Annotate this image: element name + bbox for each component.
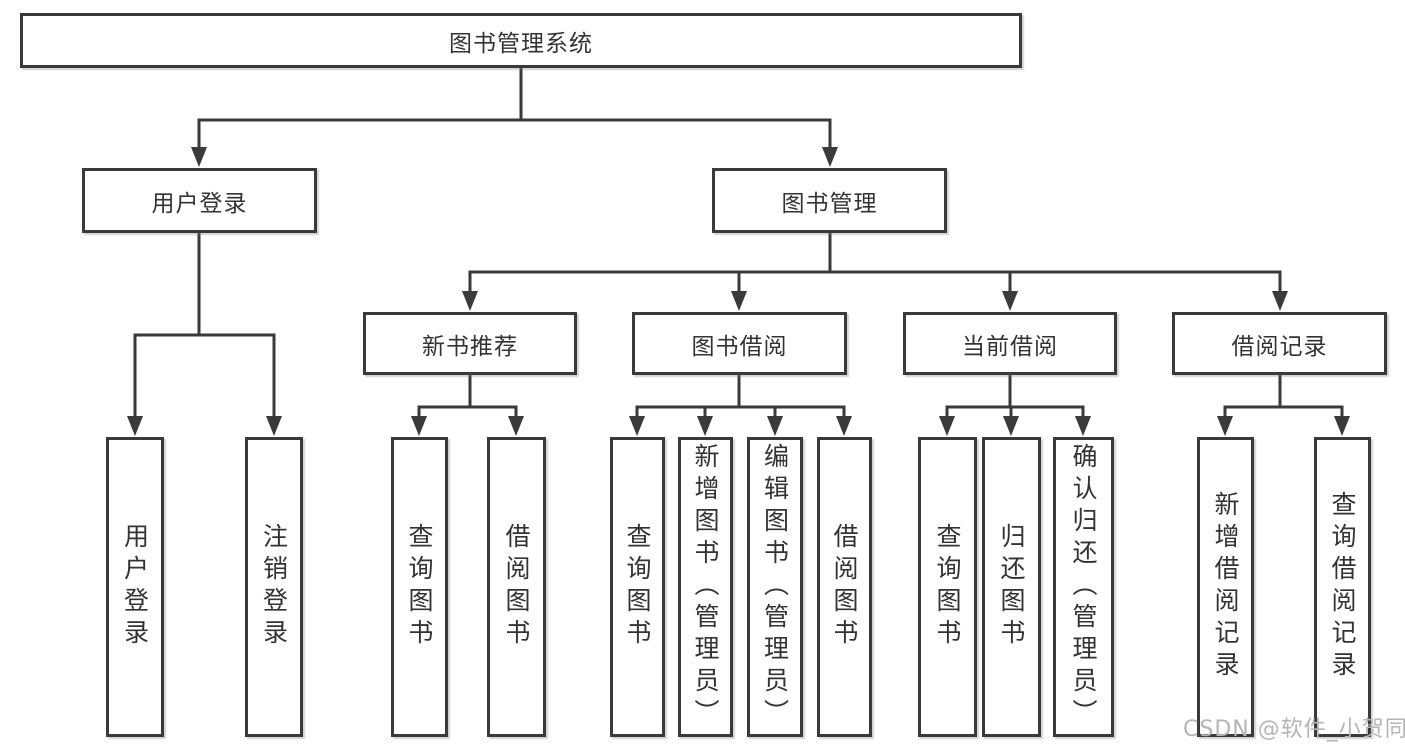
edge-newbook-branch [417,405,518,418]
leaf-user-login: 用户登录 [106,437,164,737]
edge-records-branch [1223,405,1344,418]
leaf-query-borrow-record: 查询借阅记录 [1314,437,1371,737]
arrow-down-icon [508,416,524,436]
edge-current-branch [945,405,1085,418]
node-borrowing-records: 借阅记录 [1172,312,1387,375]
leaf-add-borrow-record: 新增借阅记录 [1197,437,1254,737]
arrow-down-icon [266,416,282,436]
arrow-down-icon [1075,416,1091,436]
arrow-down-icon [767,416,783,436]
leaf-borrow-books-recommend: 借阅图书 [487,437,546,737]
node-new-book-recommendation: 新书推荐 [363,312,577,375]
leaf-query-books-recommend: 查询图书 [391,437,448,737]
watermark-text: CSDN @软件_小贺同学 [1183,717,1405,742]
arrow-down-icon [822,147,838,167]
arrowheads-group [127,147,1350,436]
leaf-logout: 注销登录 [245,437,303,737]
arrow-down-icon [1334,416,1350,436]
node-book-borrowing: 图书借阅 [632,312,847,375]
edge-level3-branch [468,270,1282,293]
arrow-down-icon [836,416,852,436]
leaf-query-books-current: 查询图书 [918,437,977,737]
node-root: 图书管理系统 [20,13,1022,68]
arrow-down-icon [1002,291,1018,311]
edge-level2-branch [197,118,832,149]
arrow-down-icon [1217,416,1233,436]
leaf-query-books-borrowing: 查询图书 [610,437,665,737]
arrow-down-icon [697,416,713,436]
arrow-down-icon [191,147,207,167]
node-user-login: 用户登录 [82,168,317,233]
leaf-edit-book-admin: 编辑图书（管理员） [747,437,803,737]
arrow-down-icon [411,416,427,436]
arrow-down-icon [629,416,645,436]
leaf-borrow-books-borrowing: 借阅图书 [817,437,872,737]
arrow-down-icon [939,416,955,436]
arrow-down-icon [127,416,143,436]
edge-borrowing-branch [635,405,846,418]
leaf-return-books: 归还图书 [982,437,1041,737]
arrow-down-icon [1003,416,1019,436]
arrow-down-icon [1272,291,1288,311]
edges-group [133,67,1344,418]
edge-user-login-branch [133,333,276,418]
leaf-add-book-admin: 新增图书（管理员） [678,437,733,737]
leaf-confirm-return-admin: 确认归还（管理员） [1053,437,1114,737]
arrow-down-icon [731,291,747,311]
arrow-down-icon [462,291,478,311]
node-current-borrowing: 当前借阅 [903,312,1117,375]
node-book-management: 图书管理 [712,168,947,233]
